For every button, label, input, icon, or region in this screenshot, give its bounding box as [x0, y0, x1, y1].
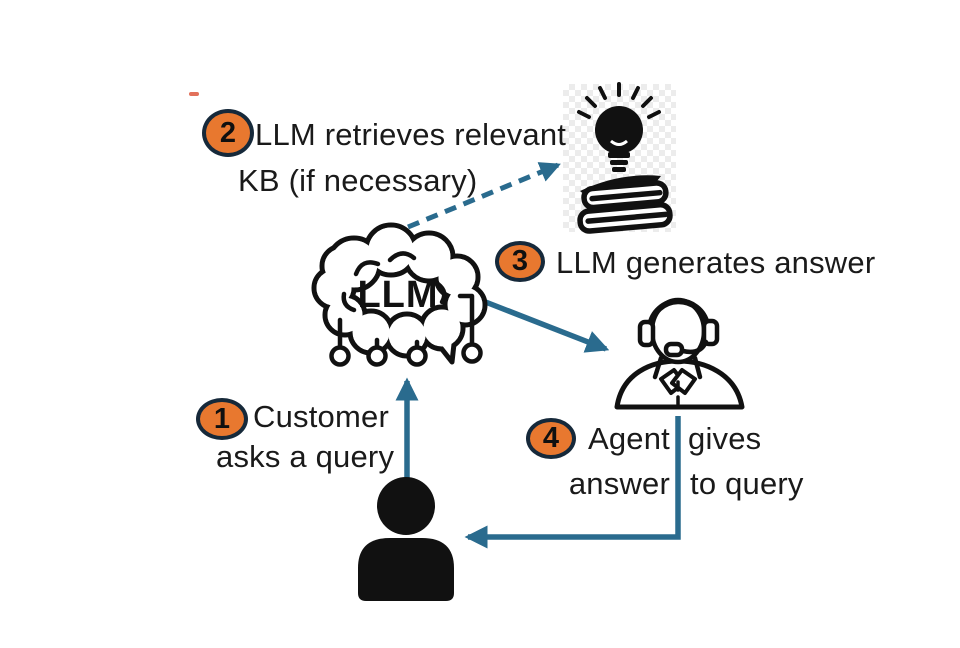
brain-folds: [341, 251, 447, 313]
step-3-badge: 3: [495, 241, 545, 282]
lightbulb-icon: [595, 106, 643, 154]
step-1-badge: 1: [196, 398, 248, 440]
step-1-number: 1: [213, 402, 231, 435]
artifact-mark: [189, 92, 199, 96]
step-2-number: 2: [219, 116, 237, 149]
headset-earcup-right: [701, 318, 720, 347]
arrow-llm-to-agent: [482, 298, 610, 353]
mic-boom: [680, 339, 709, 355]
step-4-number: 4: [542, 422, 560, 454]
step-1-label-line2: asks a query: [216, 439, 395, 474]
headset-band: [647, 298, 710, 329]
step-1-label-line1: Customer: [253, 399, 389, 434]
step-4-label-line2-left: answer: [568, 466, 670, 501]
brain-llm-icon: LLM: [311, 222, 488, 367]
step-4-label-line1-left: Agent: [587, 421, 670, 456]
step-2-label-line1: LLM retrieves relevant: [255, 117, 567, 152]
dashed-arrow-llm-to-kb: [407, 162, 561, 230]
step-2-badge: 2: [202, 109, 254, 157]
llm-label: LLM: [357, 274, 438, 316]
mic-icon: [663, 341, 685, 358]
step-3-label: LLM generates answer: [556, 245, 876, 280]
book-bottom: [577, 202, 673, 234]
book-top: [581, 180, 669, 211]
headset-earcup-left: [637, 319, 656, 348]
step-4-label-line1-right: gives: [688, 421, 762, 456]
step-4-badge: 4: [526, 418, 576, 459]
step-2-label-line2: KB (if necessary): [238, 163, 478, 198]
circuit-nodes: [329, 342, 483, 367]
step-3-number: 3: [511, 245, 529, 277]
agent-headset-icon: [614, 297, 745, 410]
knowledge-base-icon: [577, 82, 673, 234]
customer-head: [377, 477, 435, 535]
lightbulb-rays: [577, 82, 661, 119]
step-4-label-line2-right: to query: [690, 466, 804, 501]
customer-icon: [358, 477, 454, 601]
arrow-agent-to-customer: [464, 416, 681, 549]
customer-body: [358, 538, 454, 601]
